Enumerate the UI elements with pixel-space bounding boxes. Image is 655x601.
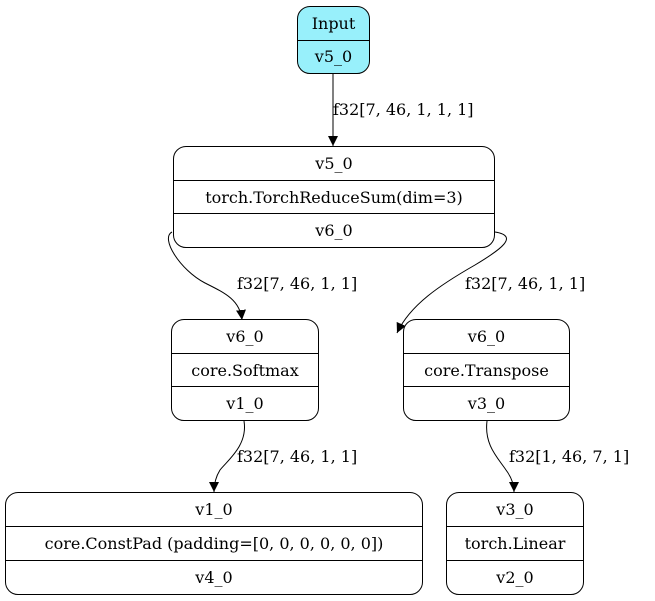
edge-reducesum-to-softmax <box>167 231 246 321</box>
node-input-output: v5_0 <box>298 39 369 74</box>
node-transpose-output: v3_0 <box>404 386 569 420</box>
node-transpose-op: core.Transpose <box>404 352 569 387</box>
edge-transpose-to-linear <box>486 420 519 493</box>
node-linear-op: torch.Linear <box>447 526 583 560</box>
node-linear-output: v2_0 <box>447 560 583 594</box>
node-softmax[interactable]: v6_0 core.Softmax v1_0 <box>171 319 319 421</box>
edge-reducesum-to-transpose <box>396 231 507 334</box>
edge-label-reducesum-to-transpose: f32[7, 46, 1, 1] <box>465 274 586 293</box>
edge-label-softmax-to-constpad: f32[7, 46, 1, 1] <box>237 447 358 466</box>
edge-softmax-to-constpad <box>209 420 245 493</box>
node-transpose[interactable]: v6_0 core.Transpose v3_0 <box>403 319 570 421</box>
node-softmax-output: v1_0 <box>172 386 318 420</box>
node-constpad-op: core.ConstPad (padding=[0, 0, 0, 0, 0, 0… <box>6 526 422 560</box>
edge-label-reducesum-to-softmax: f32[7, 46, 1, 1] <box>237 274 358 293</box>
node-transpose-input: v6_0 <box>467 326 506 346</box>
node-reducesum-op: torch.TorchReduceSum(dim=3) <box>174 179 494 214</box>
node-constpad-input: v1_0 <box>195 500 233 519</box>
node-input[interactable]: Input v5_0 <box>297 6 370 74</box>
node-softmax-op: core.Softmax <box>172 352 318 387</box>
edge-label-transpose-to-linear: f32[1, 46, 7, 1] <box>509 447 630 466</box>
node-reducesum[interactable]: v5_0 torch.TorchReduceSum(dim=3) v6_0 <box>173 146 495 248</box>
node-linear[interactable]: v3_0 torch.Linear v2_0 <box>446 492 584 595</box>
node-softmax-input: v6_0 <box>226 326 264 346</box>
node-reducesum-output: v6_0 <box>174 213 494 247</box>
node-linear-input: v3_0 <box>496 500 534 519</box>
node-constpad[interactable]: v1_0 core.ConstPad (padding=[0, 0, 0, 0,… <box>5 492 423 595</box>
edge-label-input-to-reducesum: f32[7, 46, 1, 1, 1] <box>333 100 474 119</box>
node-input-title: Input <box>311 13 356 33</box>
node-constpad-output: v4_0 <box>6 560 422 594</box>
node-reducesum-input: v5_0 <box>315 153 353 173</box>
